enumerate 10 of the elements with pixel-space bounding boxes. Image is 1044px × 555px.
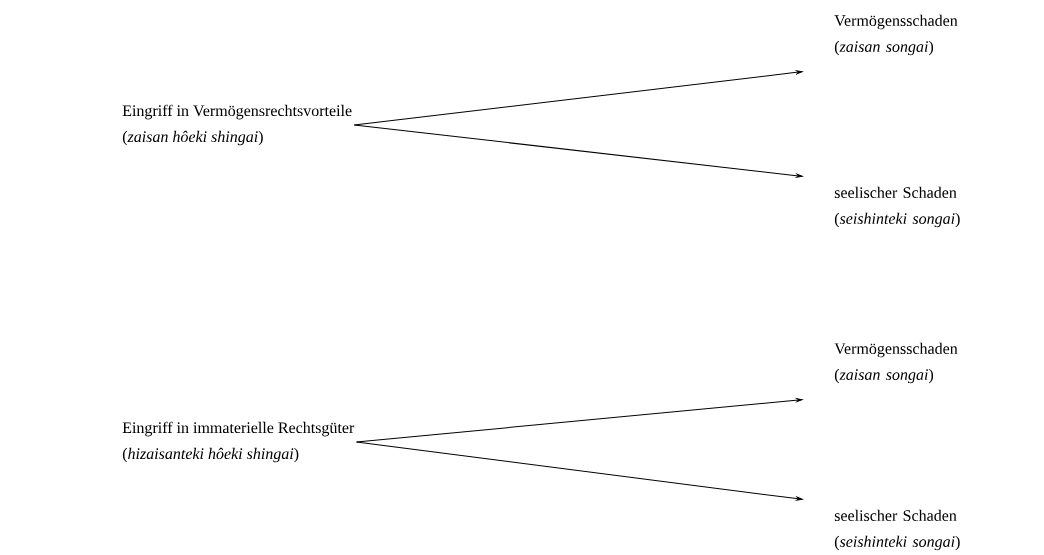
arrow bbox=[356, 398, 803, 443]
term-label: Vermögensschaden (zaisan songai) bbox=[834, 342, 958, 384]
term-label: seelischer Schaden (seishinteki songai) bbox=[834, 509, 960, 551]
term-label: seelischer Schaden (seishinteki songai) bbox=[834, 186, 960, 228]
term-label: Eingriff in Vermögensrechtsvorteile (zaisan hôeki shingai) bbox=[122, 104, 352, 146]
arrow bbox=[356, 441, 803, 501]
term-label: Eingriff in immaterielle Rechtsgüter (hizaisanteki hôeki shingai) bbox=[122, 421, 355, 463]
term-label: Vermögensschaden (zaisan songai) bbox=[834, 14, 958, 56]
arrow bbox=[353, 70, 803, 126]
arrow bbox=[353, 124, 803, 178]
